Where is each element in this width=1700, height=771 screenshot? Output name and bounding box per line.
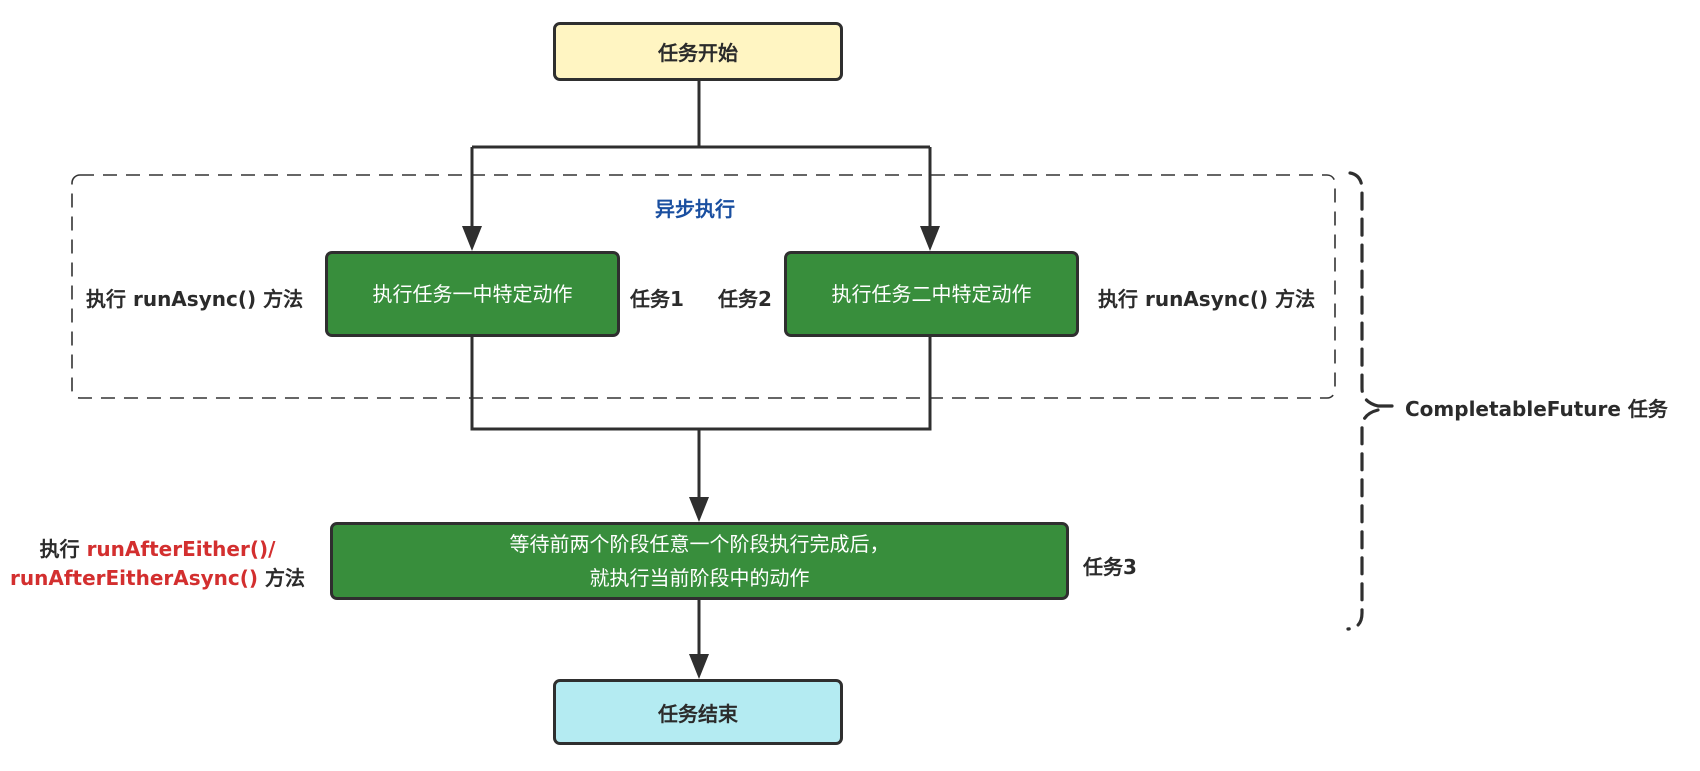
task2-node[interactable]: 执行任务二中特定动作 — [784, 251, 1079, 337]
end-node-label: 任务结束 — [658, 701, 738, 726]
arrowhead-task2 — [920, 226, 940, 251]
arrowhead-task1 — [462, 226, 482, 251]
async-group-label: 异步执行 — [655, 197, 735, 221]
async-group-border — [71, 174, 1336, 399]
task3-name: 任务3 — [1083, 555, 1137, 579]
start-node[interactable]: 任务开始 — [553, 22, 843, 81]
brace-label: CompletableFuture 任务 — [1405, 397, 1668, 421]
task1-node[interactable]: 执行任务一中特定动作 — [325, 251, 620, 337]
task2-method-label: 执行 runAsync() 方法 — [1098, 287, 1316, 311]
task1-name: 任务1 — [630, 287, 684, 311]
task3-action-line2: 就执行当前阶段中的动作 — [589, 566, 810, 590]
completablefuture-brace — [1346, 171, 1394, 631]
task3-method-label: 执行 runAfterEither()/ runAfterEitherAsync… — [10, 537, 306, 590]
task1-action: 执行任务一中特定动作 — [372, 282, 573, 306]
task3-action-line1: 等待前两个阶段任意一个阶段执行完成后， — [509, 532, 890, 556]
task3-node[interactable]: 等待前两个阶段任意一个阶段执行完成后， 就执行当前阶段中的动作 — [330, 522, 1069, 600]
task1-method-label: 执行 runAsync() 方法 — [86, 287, 304, 311]
task2-action: 执行任务二中特定动作 — [831, 282, 1032, 306]
arrowhead-task3 — [689, 497, 709, 522]
task2-name: 任务2 — [718, 287, 772, 311]
arrowhead-end — [689, 654, 709, 679]
connector-join — [470, 337, 932, 508]
end-node[interactable]: 任务结束 — [553, 679, 843, 745]
start-node-label: 任务开始 — [658, 41, 738, 65]
connector-start-split — [472, 81, 930, 149]
